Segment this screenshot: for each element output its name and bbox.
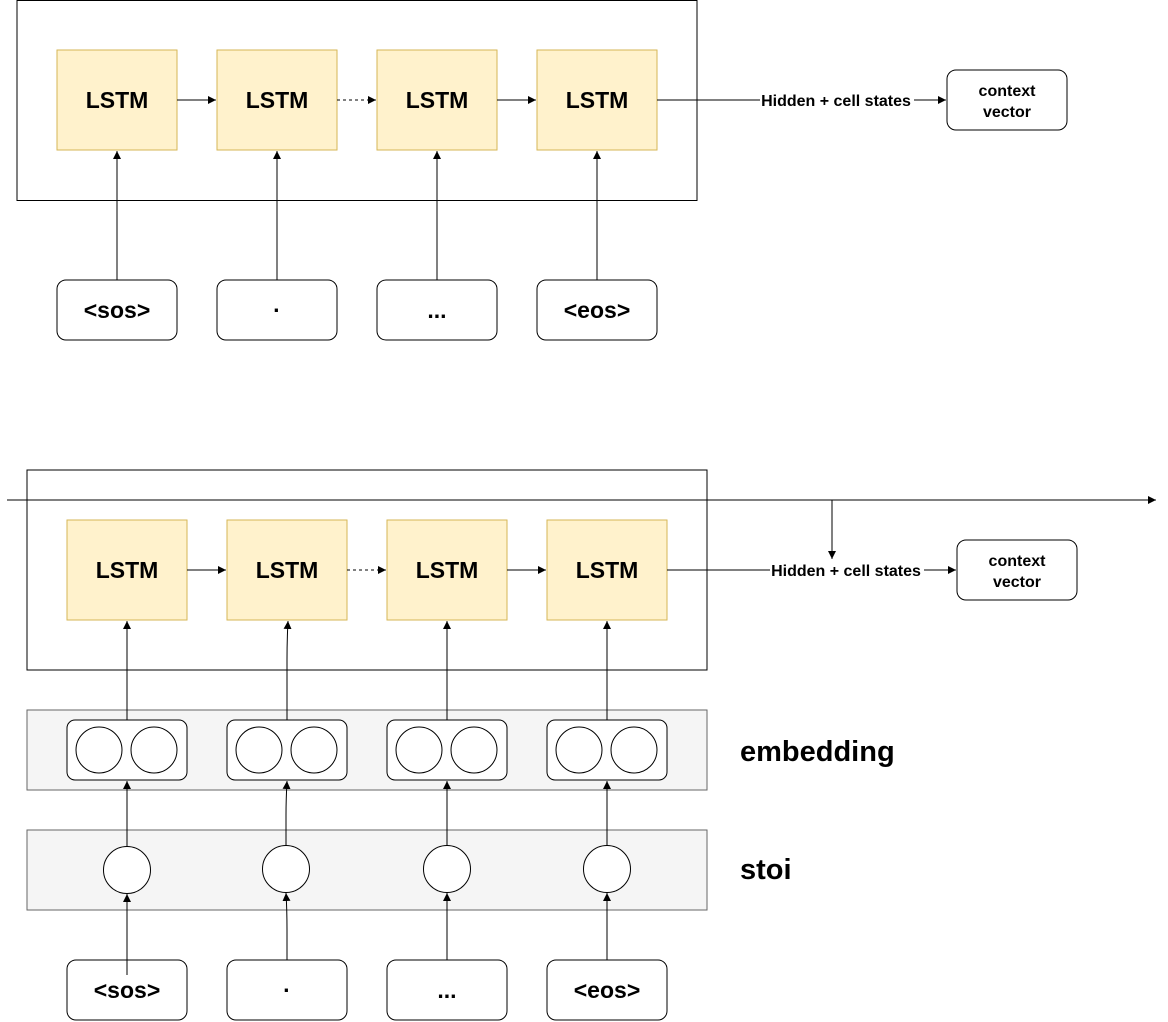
top-lstm-2: LSTM — [216, 49, 338, 151]
bottom-token-4-label: <eos> — [574, 977, 641, 1003]
bottom-arrow-emb2-to-lstm — [283, 620, 292, 720]
top-token-2-label: · — [273, 297, 281, 323]
top-states-label: Hidden + cell states — [761, 93, 911, 110]
embedding-vector-2 — [226, 719, 348, 781]
bottom-lstm-3-label: LSTM — [416, 557, 479, 583]
bottom-encoder: LSTM LSTM LSTM LSTM Hidden + cell states… — [7, 469, 1156, 1021]
top-lstm-3: LSTM — [376, 49, 498, 151]
bottom-context-label-line2: vector — [993, 574, 1041, 591]
stoi-label: stoi — [740, 854, 792, 886]
bottom-token-3: ... — [386, 959, 508, 1021]
top-token-3-label: ... — [427, 297, 446, 323]
embedding-vector-3 — [386, 719, 508, 781]
bottom-lstm-2-label: LSTM — [256, 557, 319, 583]
bottom-context-vector: context vector — [956, 539, 1078, 601]
bottom-lstm-2: LSTM — [226, 519, 348, 621]
top-context-vector: context vector — [946, 69, 1068, 131]
bottom-token-2: · — [226, 959, 348, 1021]
bottom-arrow-token2-to-stoi — [282, 892, 291, 960]
top-context-label-line2: vector — [983, 104, 1031, 121]
top-lstm-1-label: LSTM — [86, 87, 149, 113]
bottom-lstm-1: LSTM — [66, 519, 188, 621]
bottom-token-1-label: <sos> — [94, 977, 161, 1003]
bottom-lstm-3: LSTM — [386, 519, 508, 621]
stoi-index-1 — [103, 846, 151, 894]
top-token-1-label: <sos> — [84, 297, 151, 323]
bottom-arrow-stoi2-to-emb — [282, 780, 291, 845]
bottom-lstm-4: LSTM — [546, 519, 668, 621]
top-lstm-2-label: LSTM — [246, 87, 309, 113]
embedding-vector-4 — [546, 719, 668, 781]
stoi-index-4 — [583, 845, 631, 893]
top-context-label-line1: context — [979, 83, 1037, 100]
top-encoder: LSTM LSTM LSTM LSTM Hidden + cell states… — [16, 0, 1068, 341]
embedding-label: embedding — [740, 736, 895, 768]
bottom-context-label-line1: context — [989, 553, 1047, 570]
embedding-vector-1 — [66, 719, 188, 781]
top-lstm-4: LSTM — [536, 49, 658, 151]
bottom-token-4: <eos> — [546, 959, 668, 1021]
top-token-1: <sos> — [56, 279, 178, 341]
bottom-token-2-label: · — [283, 977, 291, 1003]
top-lstm-1: LSTM — [56, 49, 178, 151]
stoi-index-3 — [423, 845, 471, 893]
top-token-3: ... — [376, 279, 498, 341]
top-lstm-4-label: LSTM — [566, 87, 629, 113]
bottom-token-3-label: ... — [437, 977, 456, 1003]
bottom-token-1: <sos> — [66, 959, 188, 1021]
top-token-2: · — [216, 279, 338, 341]
stoi-index-2 — [262, 845, 310, 893]
bottom-lstm-1-label: LSTM — [96, 557, 159, 583]
top-token-4-label: <eos> — [564, 297, 631, 323]
top-token-4: <eos> — [536, 279, 658, 341]
bottom-states-label: Hidden + cell states — [771, 563, 921, 580]
bottom-lstm-4-label: LSTM — [576, 557, 639, 583]
top-lstm-3-label: LSTM — [406, 87, 469, 113]
